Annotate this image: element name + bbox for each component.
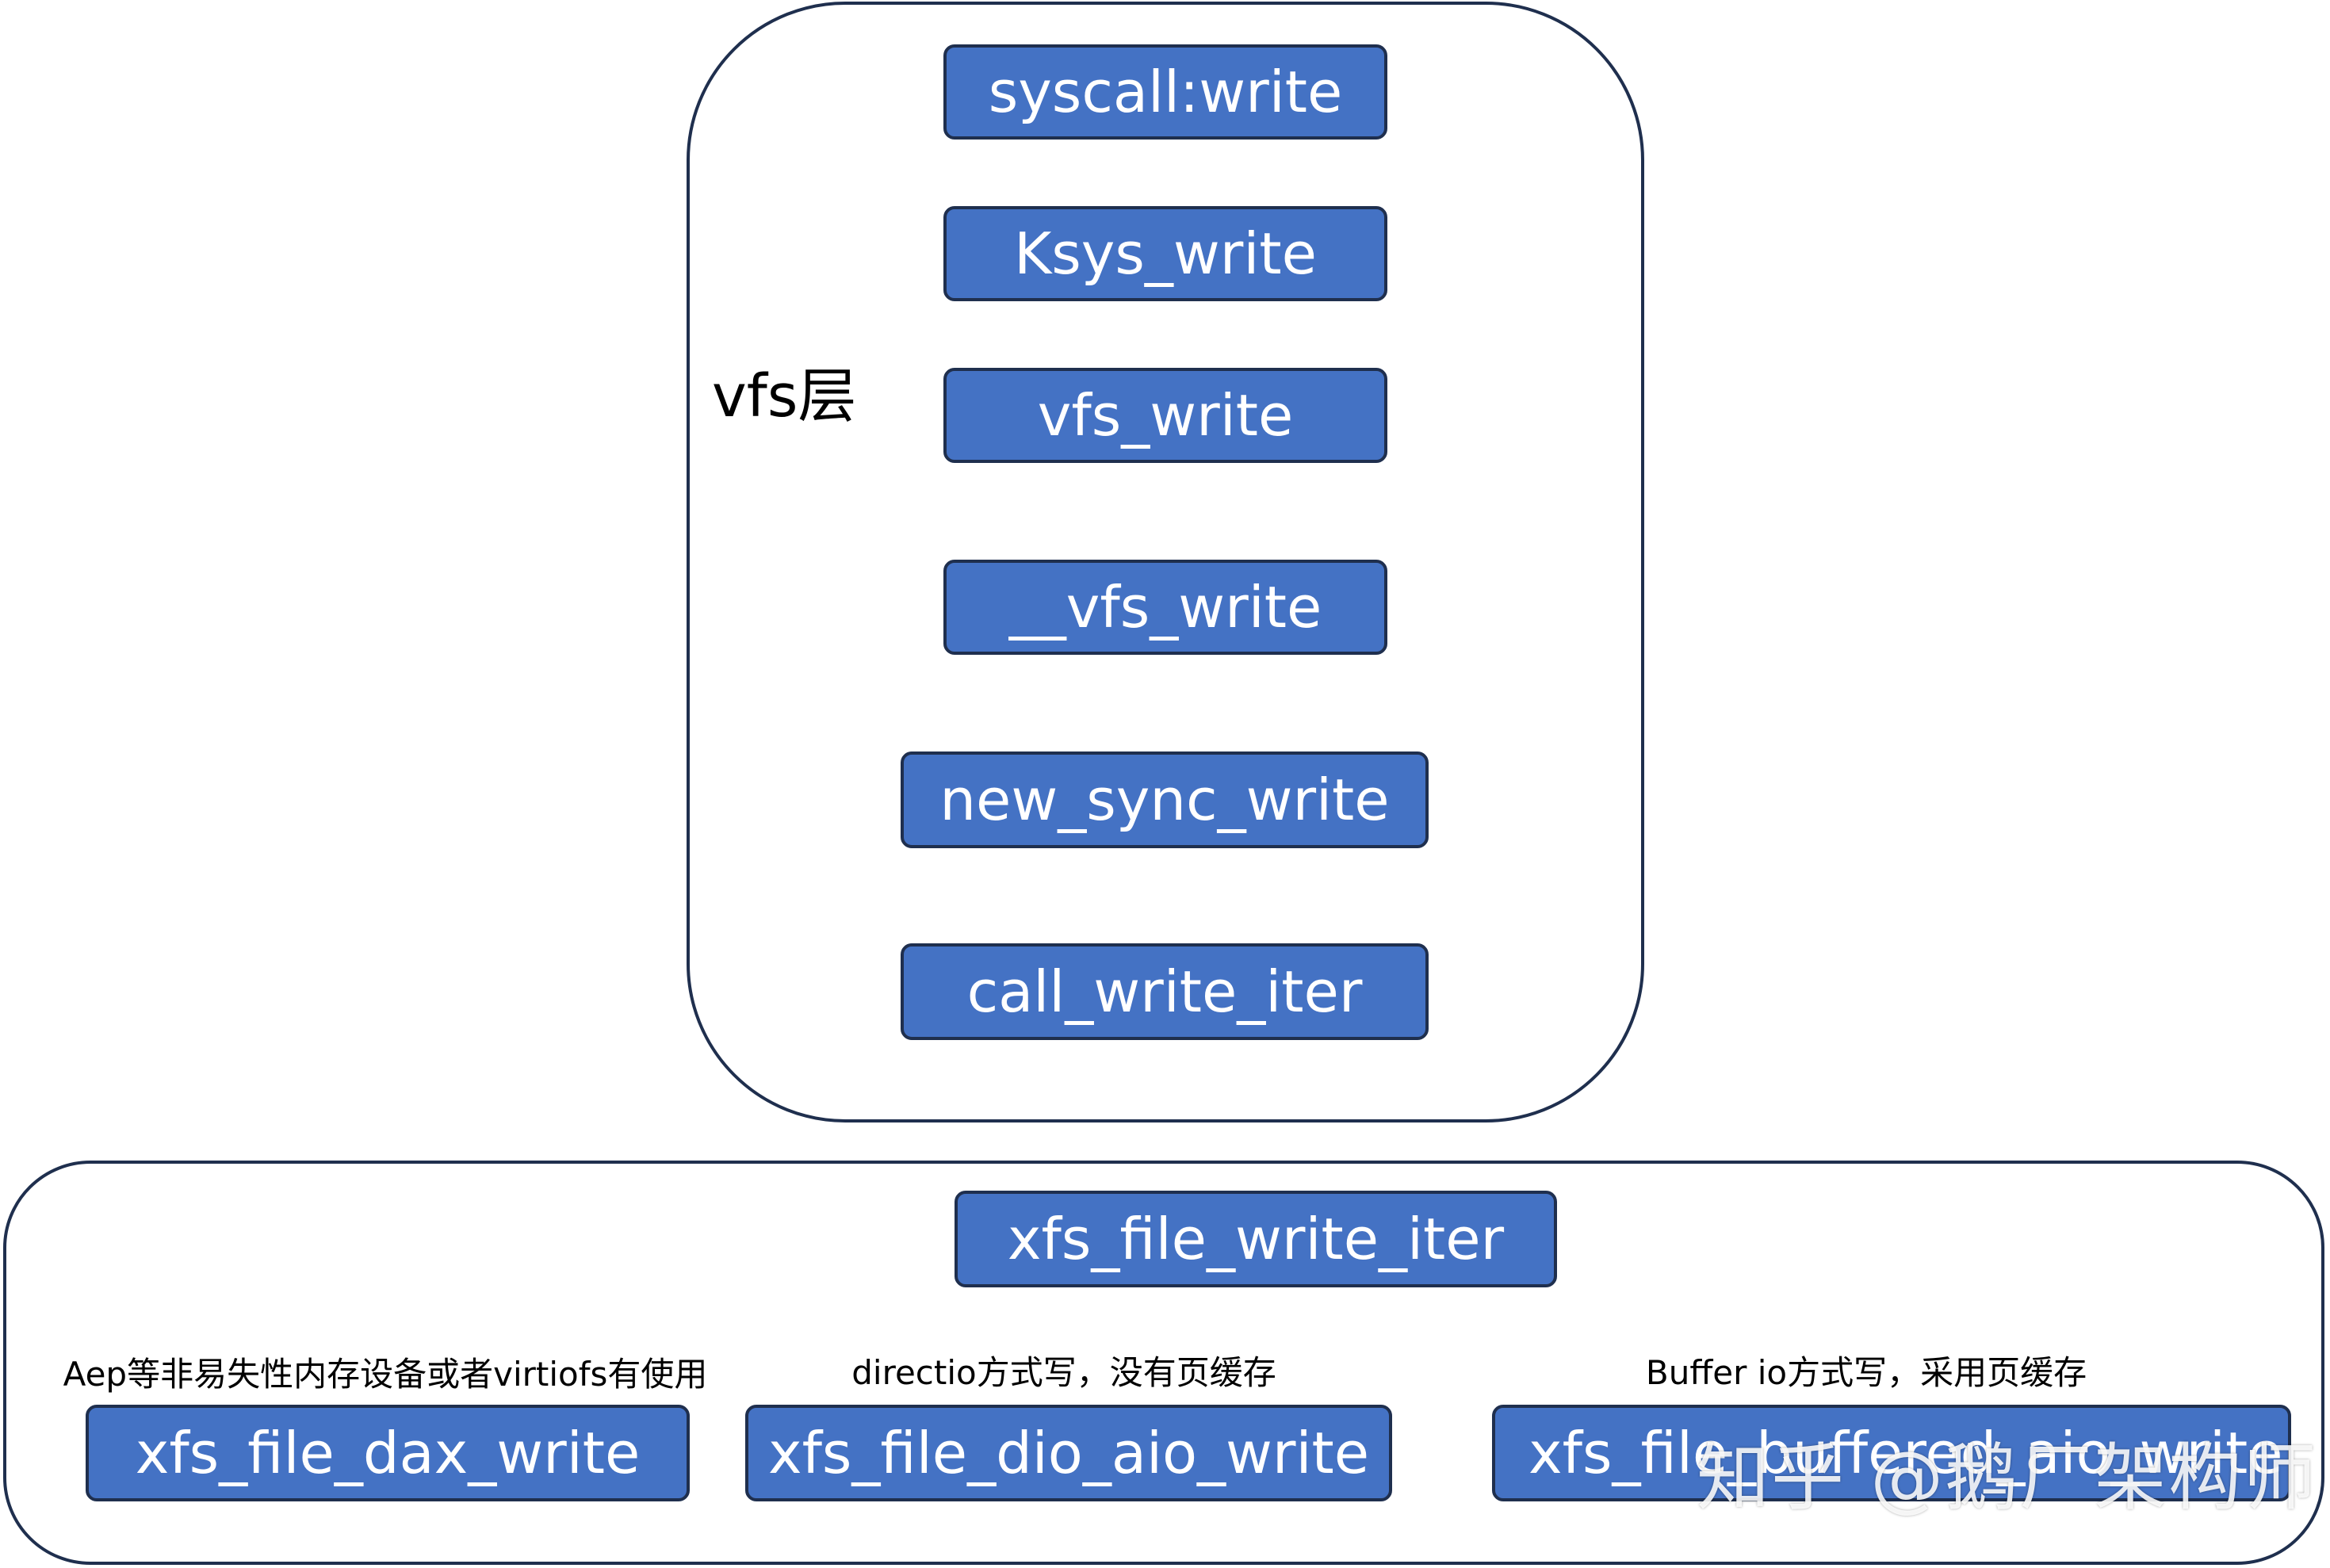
note-dax-write: Aep等非易失性内存设备或者virtiofs有使用 [63, 1355, 708, 1394]
watermark-text: 知乎 @鹅厂架构师 [1697, 1436, 2318, 1520]
node-new-sync-write: new_sync_write [901, 751, 1429, 848]
node-underscore-vfs-write: __vfs_write [943, 560, 1387, 655]
node-vfs-write: vfs_write [943, 368, 1387, 463]
node-xfs-file-buffered-aio-write: xfs_file_buffered_aio_write [1492, 1405, 2291, 1501]
node-syscall-write: syscall:write [943, 44, 1387, 140]
note-dio-aio-write: directio方式写，没有页缓存 [851, 1353, 1276, 1392]
node-call-write-iter: call_write_iter [901, 943, 1429, 1040]
vfs-layer-label: vfs层 [712, 362, 857, 430]
node-xfs-file-write-iter: xfs_file_write_iter [955, 1191, 1557, 1287]
note-buffered-aio-write: Buffer io方式写，采用页缓存 [1645, 1353, 2087, 1392]
node-ksys-write: Ksys_write [943, 206, 1387, 301]
node-xfs-file-dio-aio-write: xfs_file_dio_aio_write [745, 1405, 1392, 1501]
node-xfs-file-dax-write: xfs_file_dax_write [86, 1405, 690, 1501]
